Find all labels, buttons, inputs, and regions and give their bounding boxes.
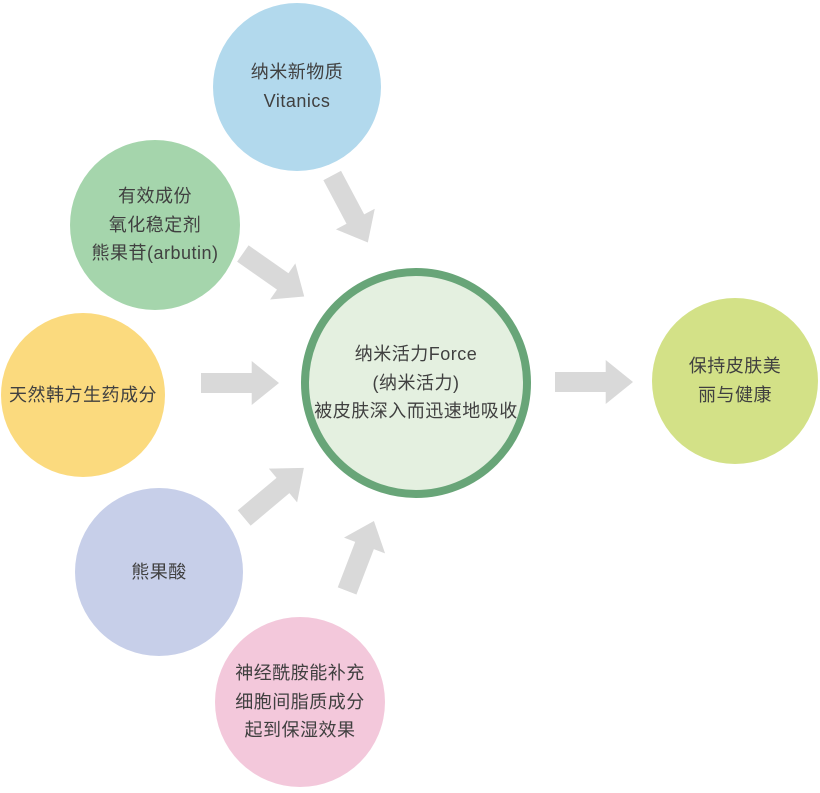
arrow-ursolic-acid-to-center xyxy=(237,467,304,526)
node-outcome-label: 保持皮肤美 丽与健康 xyxy=(688,356,782,405)
node-arbutin: 有效成份 氧化稳定剂 熊果苷(arbutin) xyxy=(70,140,240,310)
arrow-herbal-to-center xyxy=(201,361,279,405)
node-arbutin-label: 有效成份 氧化稳定剂 熊果苷(arbutin) xyxy=(91,185,219,264)
arrow-vitanics-to-center xyxy=(323,170,375,243)
arrow-ceramide-to-center xyxy=(337,520,386,595)
node-vitanics: 纳米新物质 Vitanics xyxy=(213,3,381,171)
node-ursolic-acid: 熊果酸 xyxy=(75,488,243,656)
node-herbal-ingredients-label: 天然韩方生药成分 xyxy=(9,384,157,405)
arrow-center-to-outcome xyxy=(555,360,633,404)
node-ceramide-label: 神经酰胺能补充 细胞间脂质成分 起到保湿效果 xyxy=(235,662,365,741)
node-herbal-ingredients: 天然韩方生药成分 xyxy=(1,313,165,477)
node-ursolic-acid-label: 熊果酸 xyxy=(131,561,187,582)
node-ceramide: 神经酰胺能补充 细胞间脂质成分 起到保湿效果 xyxy=(215,617,385,787)
node-nano-force-center: 纳米活力Force (纳米活力) 被皮肤深入而迅速地吸收 xyxy=(301,268,531,498)
node-outcome: 保持皮肤美 丽与健康 xyxy=(652,298,818,464)
node-vitanics-label: 纳米新物质 Vitanics xyxy=(250,62,344,111)
node-nano-force-center-label: 纳米活力Force (纳米活力) 被皮肤深入而迅速地吸收 xyxy=(314,343,518,422)
arrow-arbutin-to-center xyxy=(237,245,305,300)
